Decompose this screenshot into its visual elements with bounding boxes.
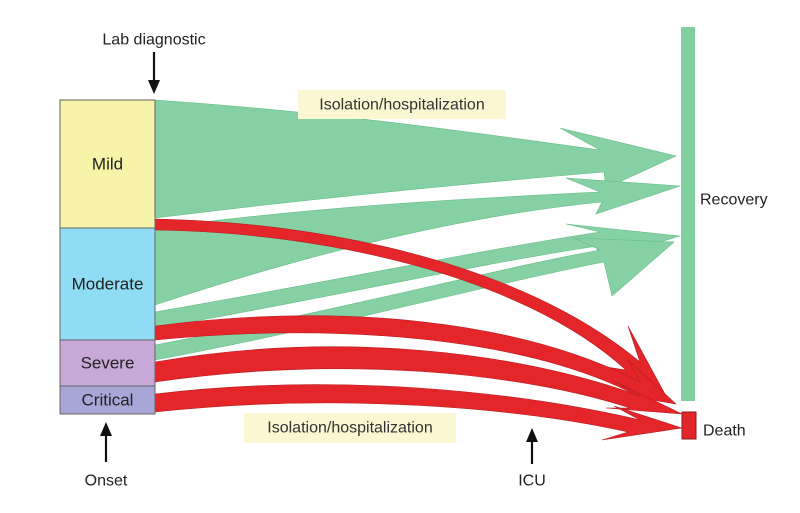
isolation-top-highlight <box>298 90 506 119</box>
severity-label-moderate: Moderate <box>72 275 144 294</box>
death-label: Death <box>703 423 746 440</box>
lab-diagnostic-label: Lab diagnostic <box>102 32 205 49</box>
severity-block-critical <box>59 385 156 415</box>
severity-block-moderate <box>59 227 156 341</box>
isolation-top-label: Isolation/hospitalization <box>319 97 484 114</box>
severity-block-mild <box>59 99 156 229</box>
severity-label-severe: Severe <box>81 354 135 373</box>
flow-moderate-recovery-1 <box>154 177 681 306</box>
death-box <box>681 411 697 440</box>
recovery-label: Recovery <box>700 192 768 209</box>
isolation-bottom-highlight <box>244 413 456 443</box>
icu-label: ICU <box>518 473 546 490</box>
recovery-flows <box>154 99 681 361</box>
severity-label-mild: Mild <box>92 155 123 174</box>
recovery-bar <box>681 27 695 401</box>
isolation-bottom-label: Isolation/hospitalization <box>267 420 432 437</box>
icu-arrow <box>526 428 538 464</box>
severity-block-severe <box>59 339 156 387</box>
lab-diagnostic-arrow <box>148 52 160 94</box>
onset-arrow <box>100 422 112 462</box>
onset-label: Onset <box>85 473 128 490</box>
severity-label-critical: Critical <box>82 391 134 410</box>
